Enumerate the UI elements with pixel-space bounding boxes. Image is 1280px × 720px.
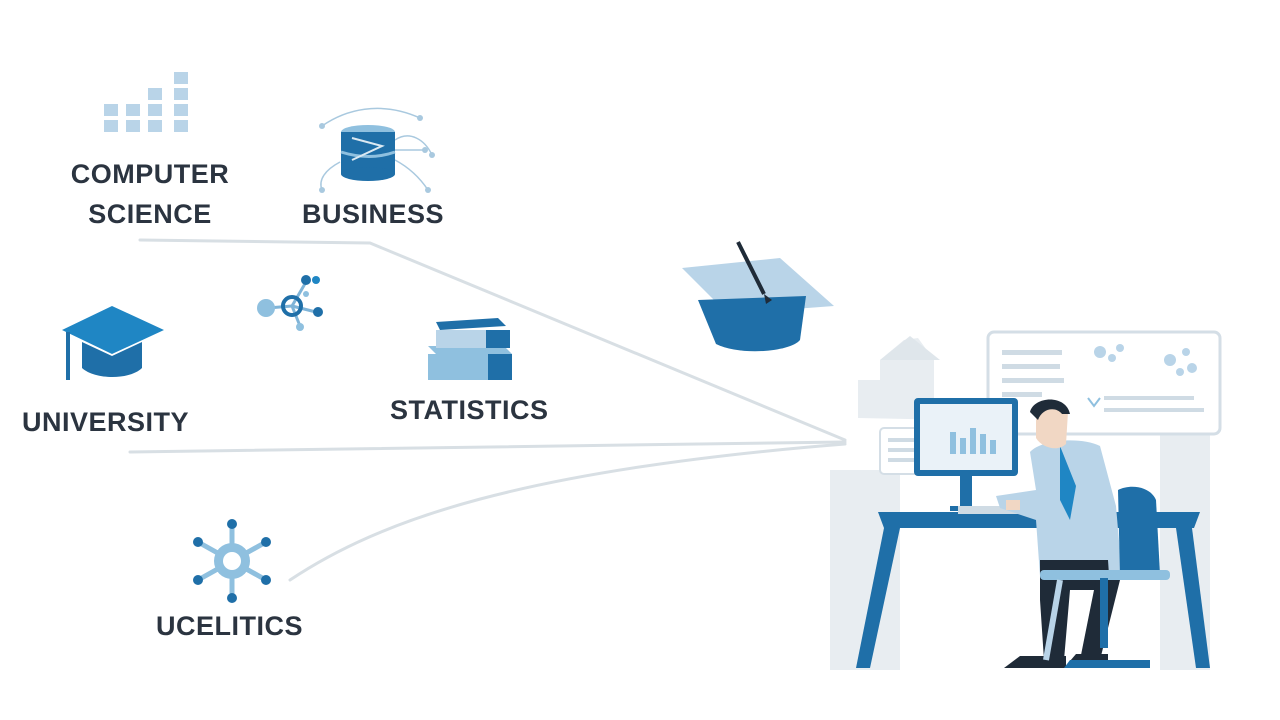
bar-blocks-icon: [104, 72, 188, 132]
dashboard-panel: [986, 330, 1222, 436]
graduation-cap-icon: [62, 306, 164, 380]
label-computer-science: COMPUTER SCIENCE: [70, 159, 230, 229]
books-icon: [428, 318, 512, 380]
monitor: [914, 398, 1018, 511]
gear-network-icon: [193, 519, 271, 603]
person: [996, 399, 1122, 668]
label-university: UNIVERSITY: [22, 407, 190, 437]
database-network-icon: [319, 107, 435, 193]
label-business: BUSINESS: [302, 199, 445, 229]
center-graduation-cap-icon: [682, 241, 834, 352]
chair: [1040, 486, 1170, 668]
label-ucelitics: UCELITICS: [156, 611, 304, 641]
molecule-network-icon: [257, 275, 323, 331]
label-statistics: STATISTICS: [390, 395, 549, 425]
converging-lines: [128, 238, 847, 582]
